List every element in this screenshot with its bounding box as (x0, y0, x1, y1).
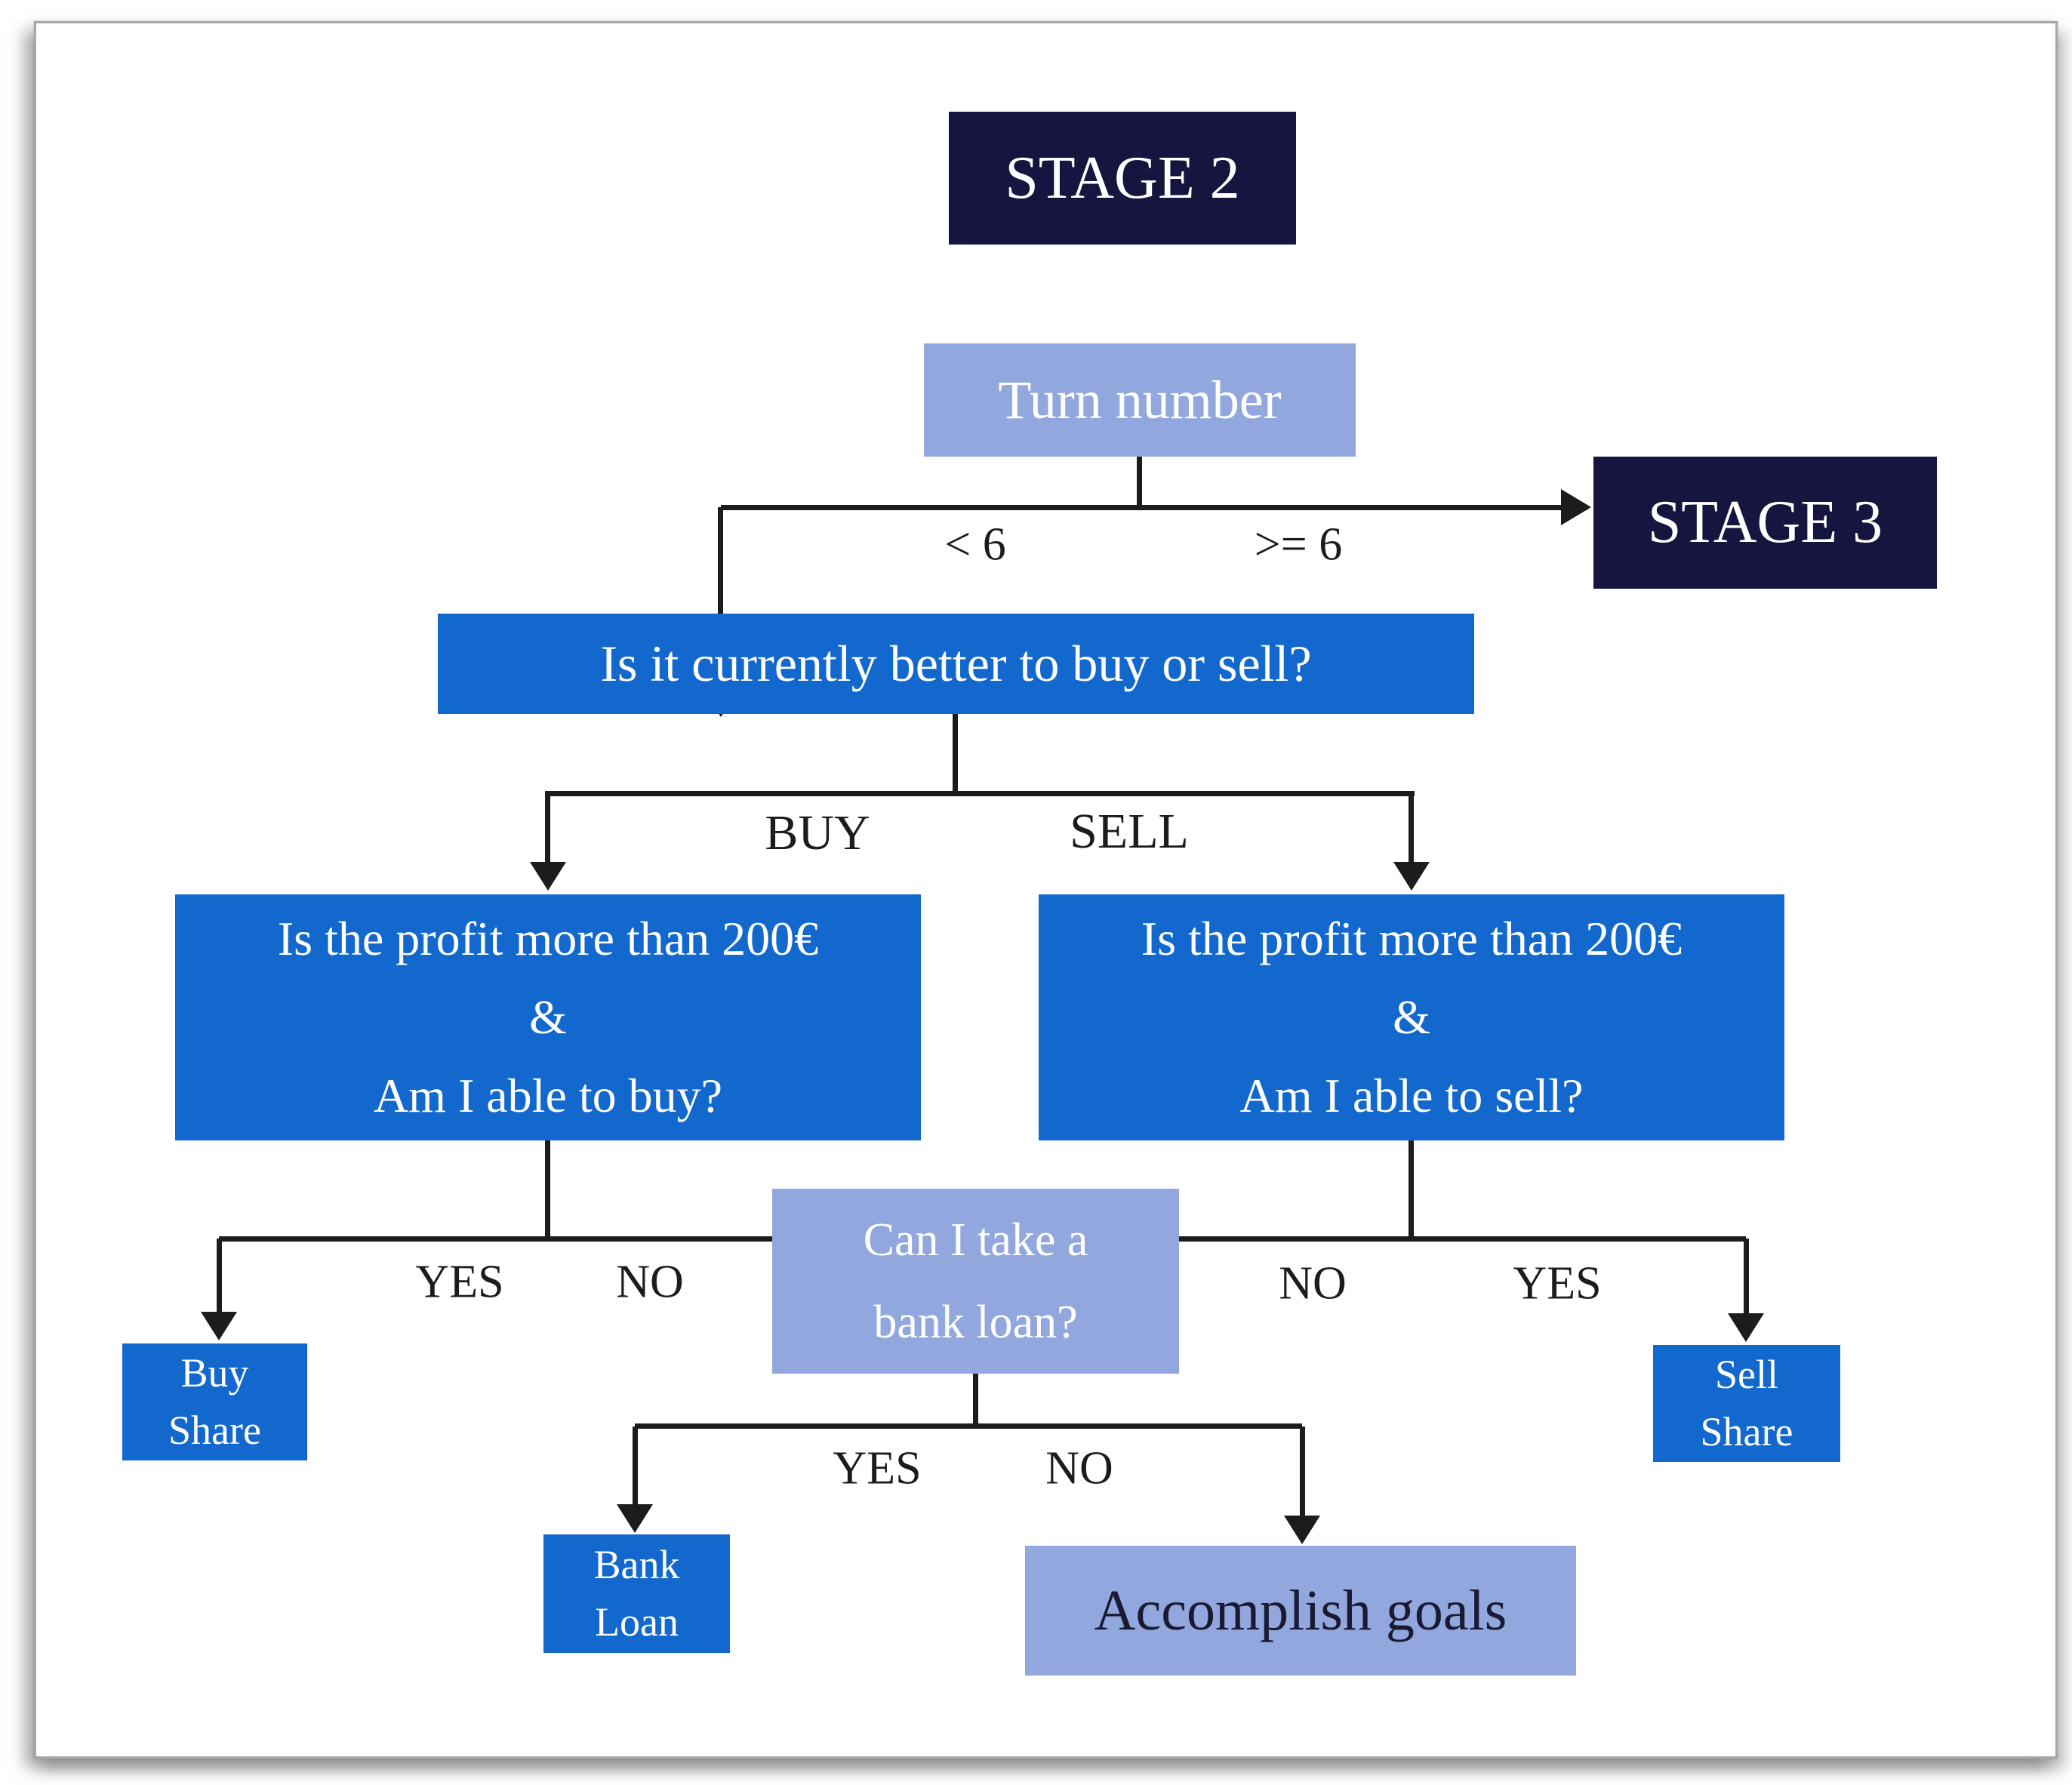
bank-loan-question-line2: bank loan? (873, 1296, 1078, 1348)
profit-sell-line3: Am I able to sell? (1239, 1068, 1584, 1122)
arrow-down-to-accomplish-goals-icon (1284, 1516, 1320, 1544)
arrow-down-to-profit-buy-icon (530, 862, 566, 891)
arrow-down-to-profit-sell-icon (1393, 862, 1430, 891)
edge-turn-split-horizontal (721, 505, 1587, 510)
arrow-down-to-sell-share-icon (1728, 1313, 1764, 1342)
edge-yes-bottom-down (633, 1426, 638, 1504)
node-stage2: STAGE 2 (949, 112, 1296, 245)
edge-buy-sell-horizontal (545, 791, 1415, 796)
profit-buy-line3: Am I able to buy? (373, 1068, 723, 1122)
node-turn-number-label: Turn number (998, 369, 1282, 430)
arrow-right-to-stage3-icon (1561, 489, 1591, 525)
node-profit-buy-question: Is the profit more than 200€ & Am I able… (175, 894, 921, 1140)
edge-sell-down (1409, 794, 1414, 862)
node-stage2-label: STAGE 2 (1005, 144, 1240, 211)
edge-label-yes-right: YES (1513, 1257, 1602, 1310)
edge-yes-left-down (217, 1239, 222, 1312)
edge-profitsell-to-split (1409, 1140, 1414, 1241)
edge-label-buy: BUY (765, 805, 870, 860)
node-profit-sell-question: Is the profit more than 200€ & Am I able… (1039, 894, 1784, 1140)
edge-label-no-left: NO (616, 1256, 684, 1308)
profit-sell-line1: Is the profit more than 200€ (1141, 912, 1683, 966)
node-buy-or-sell-question: Is it currently better to buy or sell? (438, 614, 1474, 714)
arrow-down-to-bank-loan-icon (617, 1504, 653, 1533)
node-buy-share: Buy Share (122, 1343, 307, 1460)
edge-buy-down (545, 794, 550, 862)
node-buy-or-sell-question-label: Is it currently better to buy or sell? (600, 635, 1312, 692)
bank-loan-line2: Loan (595, 1599, 679, 1645)
edge-yes-right-down (1744, 1239, 1749, 1313)
node-sell-share: Sell Share (1653, 1345, 1840, 1462)
node-stage3: STAGE 3 (1593, 457, 1937, 589)
buy-share-line1: Buy (180, 1350, 249, 1396)
sell-share-line1: Sell (1714, 1351, 1778, 1397)
edge-label-no-bottom: NO (1045, 1442, 1113, 1494)
bank-loan-question-line1: Can I take a (863, 1214, 1088, 1266)
bank-loan-line1: Bank (593, 1541, 680, 1587)
edge-label-turn-lt-6: < 6 (944, 519, 1006, 571)
sell-share-line2: Share (1700, 1408, 1793, 1454)
profit-sell-line2: & (1393, 990, 1430, 1045)
node-bank-loan: Bank Loan (543, 1534, 730, 1653)
arrow-down-to-buy-share-icon (201, 1312, 237, 1340)
edge-lt6-down (718, 507, 723, 688)
edge-profitbuy-to-split (545, 1140, 550, 1241)
profit-buy-line2: & (529, 990, 567, 1045)
edge-turn-to-split (1137, 457, 1142, 509)
edge-right-no-yes-horizontal (1179, 1236, 1746, 1242)
edge-label-sell: SELL (1070, 804, 1189, 859)
edge-bottom-yes-no-horizontal (635, 1423, 1302, 1429)
accomplish-goals-label: Accomplish goals (1094, 1578, 1507, 1642)
node-accomplish-goals: Accomplish goals (1025, 1546, 1576, 1676)
edge-no-bottom-down (1300, 1426, 1305, 1516)
edge-bankq-to-split (973, 1374, 978, 1429)
edge-label-yes-left: YES (415, 1256, 504, 1308)
edge-label-no-right: NO (1279, 1257, 1347, 1310)
node-bank-loan-question: Can I take a bank loan? (772, 1189, 1179, 1374)
edge-label-turn-gte-6: >= 6 (1254, 519, 1343, 571)
edge-buyorsell-to-split (953, 712, 958, 796)
edge-label-yes-bottom: YES (833, 1442, 922, 1494)
node-turn-number: Turn number (924, 343, 1356, 457)
slide-background (34, 21, 2058, 1759)
node-stage3-label: STAGE 3 (1647, 489, 1883, 556)
edge-left-yes-no-horizontal (219, 1236, 772, 1242)
profit-buy-line1: Is the profit more than 200€ (277, 912, 819, 966)
buy-share-line2: Share (168, 1407, 261, 1453)
